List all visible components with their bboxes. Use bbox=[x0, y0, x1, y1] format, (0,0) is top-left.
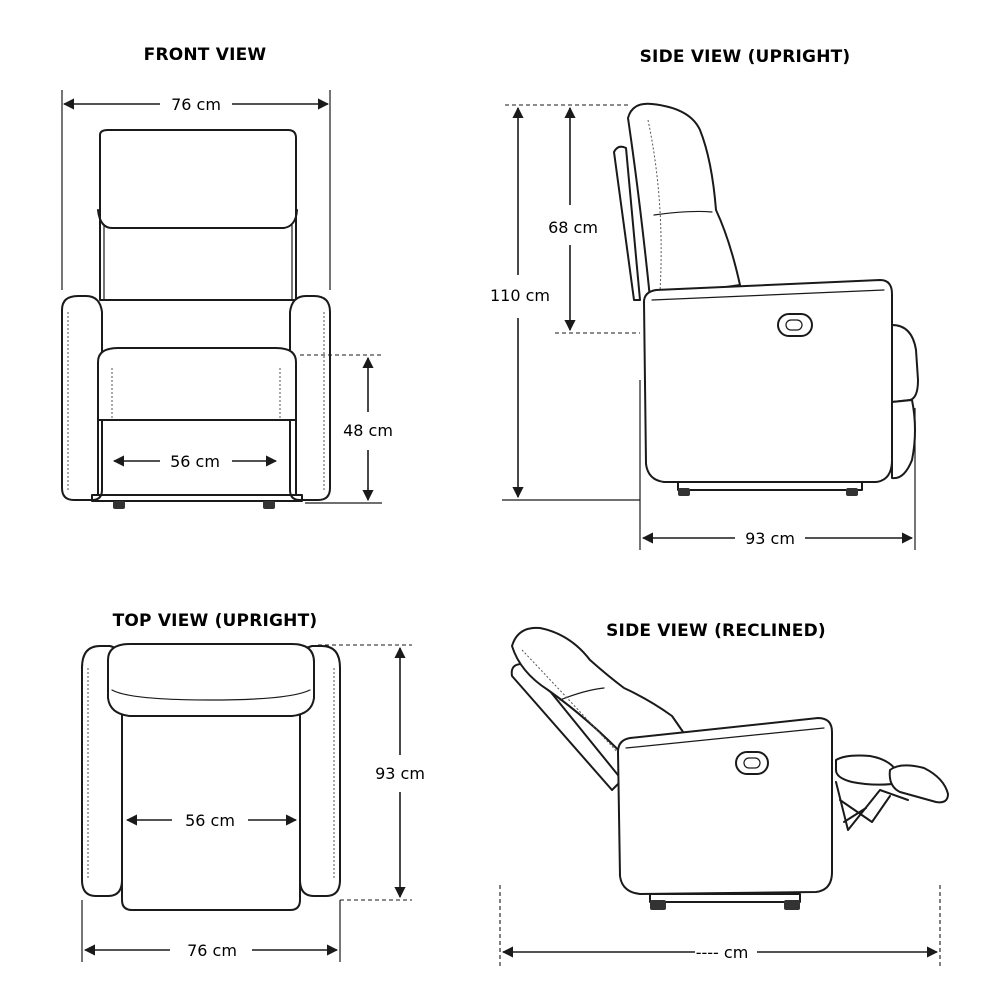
side-depth-label: 93 cm bbox=[745, 529, 795, 548]
side-reclined-title: SIDE VIEW (RECLINED) bbox=[606, 621, 826, 641]
top-seat-width-dimension: 56 cm bbox=[125, 811, 298, 830]
front-width-dimension: 76 cm bbox=[61, 90, 331, 290]
front-view-title: FRONT VIEW bbox=[144, 45, 267, 65]
side-back-height-dimension: 68 cm bbox=[548, 106, 640, 334]
top-width-dimension: 76 cm bbox=[81, 900, 341, 962]
top-view-title: TOP VIEW (UPRIGHT) bbox=[113, 611, 318, 631]
reclined-length-label: ---- cm bbox=[696, 943, 749, 962]
front-width-label: 76 cm bbox=[171, 95, 221, 114]
side-upright-view: SIDE VIEW (UPRIGHT) 110 cm 68 cm bbox=[490, 47, 919, 550]
top-depth-label: 93 cm bbox=[375, 764, 425, 783]
front-seat-width-dimension: 56 cm bbox=[112, 452, 278, 471]
top-chair-drawing bbox=[81, 643, 341, 911]
front-seat-height-label: 48 cm bbox=[343, 421, 393, 440]
side-reclined-view: SIDE VIEW (RECLINED) bbox=[499, 621, 949, 966]
side-total-height-dimension: 110 cm bbox=[490, 104, 640, 501]
side-back-height-label: 68 cm bbox=[548, 218, 598, 237]
top-seat-width-label: 56 cm bbox=[185, 811, 235, 830]
side-depth-dimension: 93 cm bbox=[639, 380, 916, 550]
top-upright-view: TOP VIEW (UPRIGHT) 56 cm 93 cm bbox=[81, 611, 425, 962]
side-upright-chair-drawing bbox=[613, 102, 919, 496]
front-seat-height-dimension: 48 cm bbox=[300, 354, 393, 504]
top-depth-dimension: 93 cm bbox=[318, 644, 425, 901]
side-reclined-chair-drawing bbox=[510, 626, 949, 910]
front-view: FRONT VIEW 76 cm bbox=[61, 45, 393, 509]
top-width-label: 76 cm bbox=[187, 941, 237, 960]
front-chair-drawing bbox=[61, 129, 331, 509]
side-total-height-label: 110 cm bbox=[490, 286, 550, 305]
front-seat-width-label: 56 cm bbox=[170, 452, 220, 471]
reclined-length-dimension: ---- cm bbox=[499, 885, 941, 966]
side-upright-title: SIDE VIEW (UPRIGHT) bbox=[640, 47, 851, 67]
